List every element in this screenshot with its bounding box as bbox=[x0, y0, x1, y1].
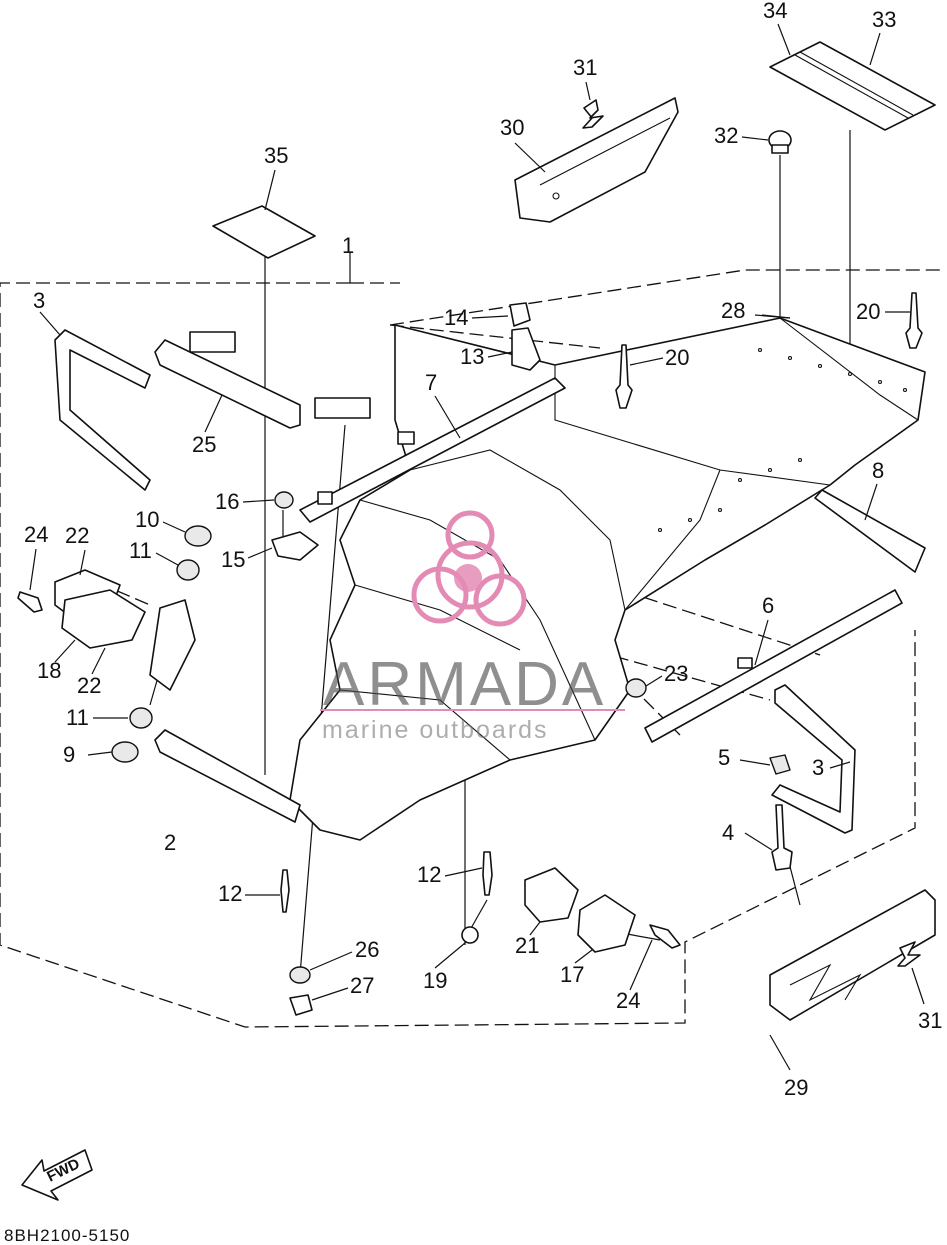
part-pin-20-right bbox=[905, 292, 923, 349]
part-pin-20-center bbox=[615, 344, 633, 409]
callout-5: 5 bbox=[718, 745, 730, 770]
callout-35: 35 bbox=[264, 143, 288, 168]
part-frame-1 bbox=[289, 317, 926, 841]
callout-labels: 1 2 3 3 4 5 6 7 8 9 10 11 11 12 12 13 14… bbox=[24, 0, 942, 1100]
callout-18: 18 bbox=[37, 658, 61, 683]
callout-19: 19 bbox=[423, 968, 447, 993]
callout-7: 7 bbox=[425, 370, 437, 395]
callout-30: 30 bbox=[500, 115, 524, 140]
callout-leaders bbox=[29, 23, 925, 1005]
callout-24-left: 24 bbox=[24, 522, 48, 547]
part-bracket-13 bbox=[511, 327, 541, 371]
part-frame-2 bbox=[154, 729, 301, 823]
callout-22-upper: 22 bbox=[65, 523, 89, 548]
callout-12-left: 12 bbox=[218, 881, 242, 906]
part-cover-panel-30 bbox=[514, 97, 679, 223]
part-code: 8BH2100-5150 bbox=[4, 1226, 130, 1245]
part-washer-19 bbox=[461, 926, 479, 944]
callout-25: 25 bbox=[192, 432, 216, 457]
callout-3-left: 3 bbox=[33, 288, 45, 313]
part-bushing-26 bbox=[289, 966, 311, 984]
part-pin-12-center bbox=[482, 851, 493, 896]
part-grab-rail-8 bbox=[814, 489, 926, 573]
callout-9: 9 bbox=[63, 742, 75, 767]
leader-lines bbox=[149, 130, 851, 1071]
part-cap-23 bbox=[625, 678, 647, 698]
callout-34: 34 bbox=[763, 0, 787, 23]
callout-22-lower: 22 bbox=[77, 673, 101, 698]
callout-20-right: 20 bbox=[856, 299, 880, 324]
part-handle-3-left bbox=[54, 329, 151, 491]
part-bushing-9 bbox=[111, 741, 139, 763]
callout-4: 4 bbox=[722, 820, 734, 845]
part-emblem-31-right bbox=[897, 941, 921, 967]
callout-1: 1 bbox=[342, 233, 354, 258]
callout-16: 16 bbox=[215, 489, 239, 514]
callout-32: 32 bbox=[714, 123, 738, 148]
callout-33: 33 bbox=[872, 7, 896, 32]
part-screw-24-left bbox=[17, 591, 43, 613]
part-rail-6 bbox=[644, 589, 903, 743]
watermark-brand: ARMADA bbox=[323, 650, 606, 719]
part-pin-12-left bbox=[280, 869, 290, 913]
callout-3-right: 3 bbox=[812, 755, 824, 780]
callout-31-top: 31 bbox=[573, 55, 597, 80]
fwd-arrow-icon: FWD bbox=[21, 1149, 93, 1201]
part-nut-27 bbox=[289, 994, 313, 1016]
callout-6: 6 bbox=[762, 593, 774, 618]
part-nut-5 bbox=[769, 754, 791, 775]
callout-31-right: 31 bbox=[918, 1008, 942, 1033]
watermark-logo bbox=[411, 510, 527, 627]
part-rail-7 bbox=[299, 377, 566, 523]
part-handle-3-right bbox=[771, 684, 856, 834]
callout-20-center: 20 bbox=[665, 345, 689, 370]
callout-11-lower: 11 bbox=[66, 705, 89, 730]
callout-10: 10 bbox=[135, 507, 159, 532]
callout-21: 21 bbox=[515, 933, 539, 958]
part-pad-35 bbox=[212, 205, 316, 259]
watermark-tagline: marine outboards bbox=[322, 716, 549, 744]
callout-13: 13 bbox=[460, 344, 484, 369]
part-flange-21 bbox=[524, 867, 579, 923]
callout-12-center: 12 bbox=[417, 862, 441, 887]
part-steering-post bbox=[149, 599, 196, 691]
callout-15: 15 bbox=[221, 547, 245, 572]
part-mount-15 bbox=[271, 531, 319, 561]
part-side-panel-29 bbox=[769, 889, 936, 1021]
part-emblem-31-top bbox=[582, 99, 604, 129]
part-flange-18 bbox=[61, 589, 146, 649]
part-bushing-16 bbox=[274, 491, 294, 509]
callout-26: 26 bbox=[355, 937, 379, 962]
part-nut-14 bbox=[509, 302, 531, 327]
part-bushing-11-upper bbox=[176, 559, 200, 581]
part-bushing-11-lower bbox=[129, 707, 153, 729]
callout-11-upper: 11 bbox=[129, 538, 152, 563]
callout-14: 14 bbox=[444, 305, 468, 330]
part-bushing-10 bbox=[184, 525, 212, 547]
part-decal-strip-33-34 bbox=[769, 41, 936, 131]
part-bolt-4 bbox=[771, 804, 793, 871]
deck-rivet-holes bbox=[657, 347, 908, 533]
part-bracket-25 bbox=[154, 331, 371, 429]
part-screw-24-right bbox=[649, 924, 681, 949]
callout-24-right: 24 bbox=[616, 988, 640, 1013]
part-plug-32 bbox=[768, 130, 792, 154]
callout-23: 23 bbox=[664, 661, 688, 686]
callout-17: 17 bbox=[560, 962, 584, 987]
callout-28: 28 bbox=[721, 298, 745, 323]
callout-8: 8 bbox=[872, 458, 884, 483]
callout-2: 2 bbox=[164, 830, 176, 855]
part-grille-17 bbox=[577, 894, 636, 953]
callout-27: 27 bbox=[350, 973, 374, 998]
callout-29: 29 bbox=[784, 1075, 808, 1100]
